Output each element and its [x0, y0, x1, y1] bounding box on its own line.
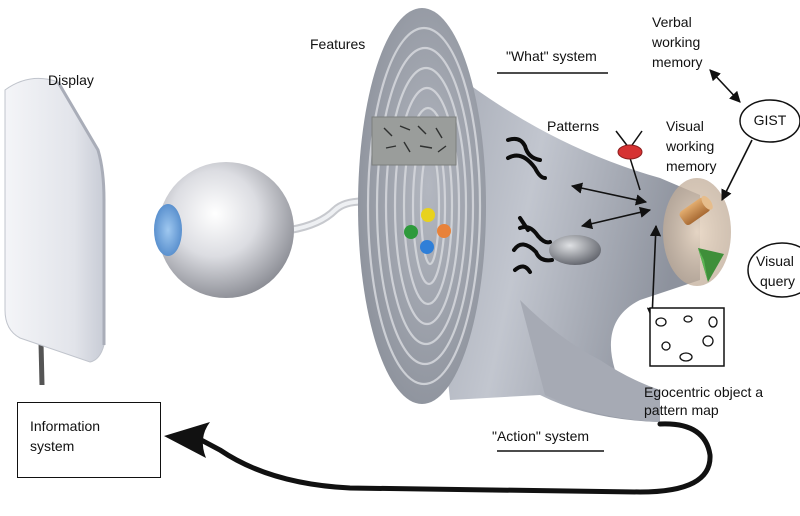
visual-working-memory-label-line3: memory	[666, 158, 717, 174]
information-system-box	[17, 402, 161, 478]
gist-label: GIST	[753, 112, 787, 128]
green-dot	[404, 225, 418, 239]
features-disc	[358, 8, 486, 404]
object-oval	[549, 235, 601, 265]
information-system-label-line1: Information	[30, 418, 101, 434]
egocentric-map-label-line2: pattern map	[644, 402, 719, 418]
feature-dots	[404, 208, 451, 254]
gist-ellipse	[739, 99, 800, 143]
visual-query-ellipse	[747, 242, 800, 298]
display-monitor	[4, 77, 106, 386]
eyeball	[154, 162, 394, 298]
pattern-squiggles	[506, 136, 554, 274]
visual-query-label-line2: query	[760, 273, 796, 289]
verbal-working-memory-label-line3: memory	[652, 54, 703, 70]
patterns-node	[615, 130, 643, 191]
verbal-working-memory-label-line1: Verbal	[652, 14, 692, 30]
orange-dot	[437, 224, 451, 238]
what-system-label: "What" system	[506, 48, 597, 64]
visual-working-memory-bulb	[663, 178, 731, 286]
blue-dot	[420, 240, 434, 254]
what-system-funnel	[410, 20, 700, 422]
patterns-label: Patterns	[547, 118, 600, 134]
visual-query-label-line1: Visual	[756, 253, 794, 269]
visual-working-memory-label-line2: working	[666, 138, 715, 154]
egocentric-map-label-line1: Egocentric object a	[644, 384, 764, 400]
connection-arrows	[570, 69, 753, 320]
display-label: Display	[48, 72, 94, 88]
information-system-label-line2: system	[30, 438, 75, 454]
pattern-map-box	[649, 307, 725, 367]
yellow-dot	[421, 208, 435, 222]
verbal-working-memory-label-line2: working	[652, 34, 701, 50]
action-arrow	[164, 421, 713, 495]
visual-working-memory-label-line1: Visual	[666, 118, 704, 134]
features-label: Features	[310, 36, 366, 52]
action-system-label: "Action" system	[492, 428, 590, 444]
